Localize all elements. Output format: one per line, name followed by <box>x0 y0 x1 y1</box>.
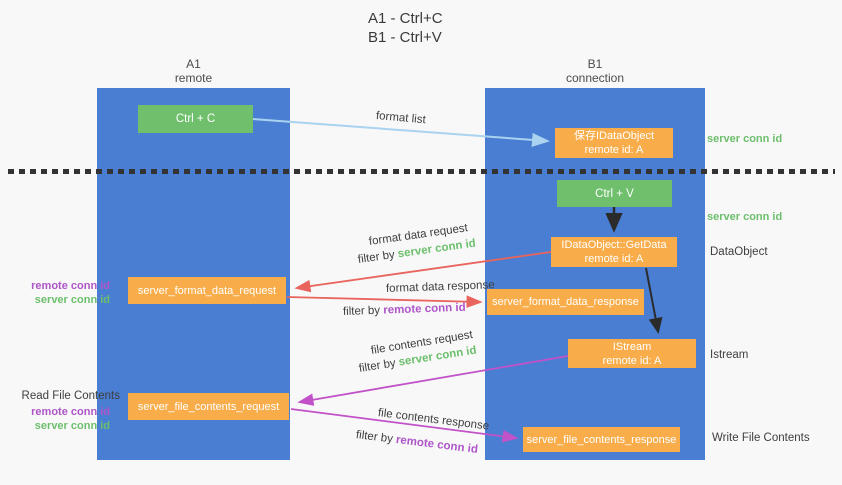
save-idataobject-box: 保存IDataObject remote id: A <box>555 128 673 158</box>
remote-conn-id-key: remote conn id <box>395 433 479 456</box>
server-format-data-response-box: server_format_data_response <box>487 289 644 315</box>
write-file-contents-annotation: Write File Contents <box>712 432 810 444</box>
server-file-contents-request-label: server_file_contents_request <box>137 400 280 413</box>
remote-conn-id-annotation: remote conn id <box>31 280 110 292</box>
server-file-contents-response-label: server_file_contents_response <box>526 433 677 446</box>
idataobject-getdata-line1: IDataObject::GetData <box>561 239 667 251</box>
save-idataobject-line1: 保存IDataObject <box>573 130 655 142</box>
server-format-data-response-label: server_format_data_response <box>492 296 639 308</box>
format-data-response-filter: filter by remote conn id <box>343 302 466 318</box>
filter-by-text: filter by <box>355 429 397 446</box>
filter-by-text: filter by <box>342 304 384 318</box>
ctrl-v-action-box: Ctrl + V <box>557 180 672 207</box>
idataobject-getdata-line2: remote id: A <box>584 253 644 265</box>
idataobject-getdata-box: IDataObject::GetData remote id: A <box>551 237 677 267</box>
phase-separator-dotted-line <box>8 169 835 174</box>
server-conn-id-annotation-top-right: server conn id <box>707 133 783 145</box>
file-contents-response-label: file contents response <box>377 407 490 433</box>
title-line-1: A1 - Ctrl+C <box>368 10 443 27</box>
istream-annotation: Istream <box>710 349 749 361</box>
ctrl-c-action-box: Ctrl + C <box>138 105 253 133</box>
lifeline-b1-name: B1 <box>587 57 603 71</box>
dataobject-annotation: DataObject <box>710 246 768 258</box>
server-format-data-request-box: server_format_data_request <box>128 277 286 304</box>
file-contents-response-filter: filter by remote conn id <box>355 429 478 456</box>
ctrl-v-label: Ctrl + V <box>595 187 634 200</box>
istream-line2: remote id: A <box>602 354 662 367</box>
istream-box: IStream remote id: A <box>568 339 696 368</box>
server-file-contents-request-box: server_file_contents_request <box>128 393 289 420</box>
lifeline-b1-role: connection <box>565 71 625 85</box>
conn-id-annotations-left-top: remote conn id server conn id <box>10 279 110 307</box>
server-file-contents-response-box: server_file_contents_response <box>523 427 680 452</box>
lifeline-header-b1: B1 connection <box>485 57 705 85</box>
lifeline-header-a1: A1 remote <box>97 57 290 85</box>
lifeline-a1-name: A1 <box>186 57 201 71</box>
title-line-2: B1 - Ctrl+V <box>368 29 442 46</box>
istream-line1: IStream <box>612 340 652 353</box>
filter-by-text: filter by <box>357 248 399 266</box>
lifeline-a1-role: remote <box>174 71 213 85</box>
ctrl-c-label: Ctrl + C <box>175 113 216 125</box>
diagram-title: A1 - Ctrl+C B1 - Ctrl+V <box>368 9 443 47</box>
read-file-contents-annotation: Read File Contents <box>21 390 120 402</box>
remote-conn-id-annotation: remote conn id <box>31 406 110 418</box>
conn-id-annotations-left-bottom: remote conn id server conn id <box>10 405 110 433</box>
server-conn-id-annotation: server conn id <box>34 294 110 306</box>
save-idataobject-line2: remote id: A <box>584 144 644 156</box>
server-conn-id-annotation-mid-right: server conn id <box>707 211 783 223</box>
server-conn-id-annotation: server conn id <box>34 420 110 432</box>
format-data-response-label: format data response <box>385 279 495 295</box>
format-list-label: format list <box>375 110 427 127</box>
remote-conn-id-key: remote conn id <box>383 301 466 317</box>
server-format-data-request-label: server_format_data_request <box>137 284 277 297</box>
filter-by-text: filter by <box>358 356 400 375</box>
